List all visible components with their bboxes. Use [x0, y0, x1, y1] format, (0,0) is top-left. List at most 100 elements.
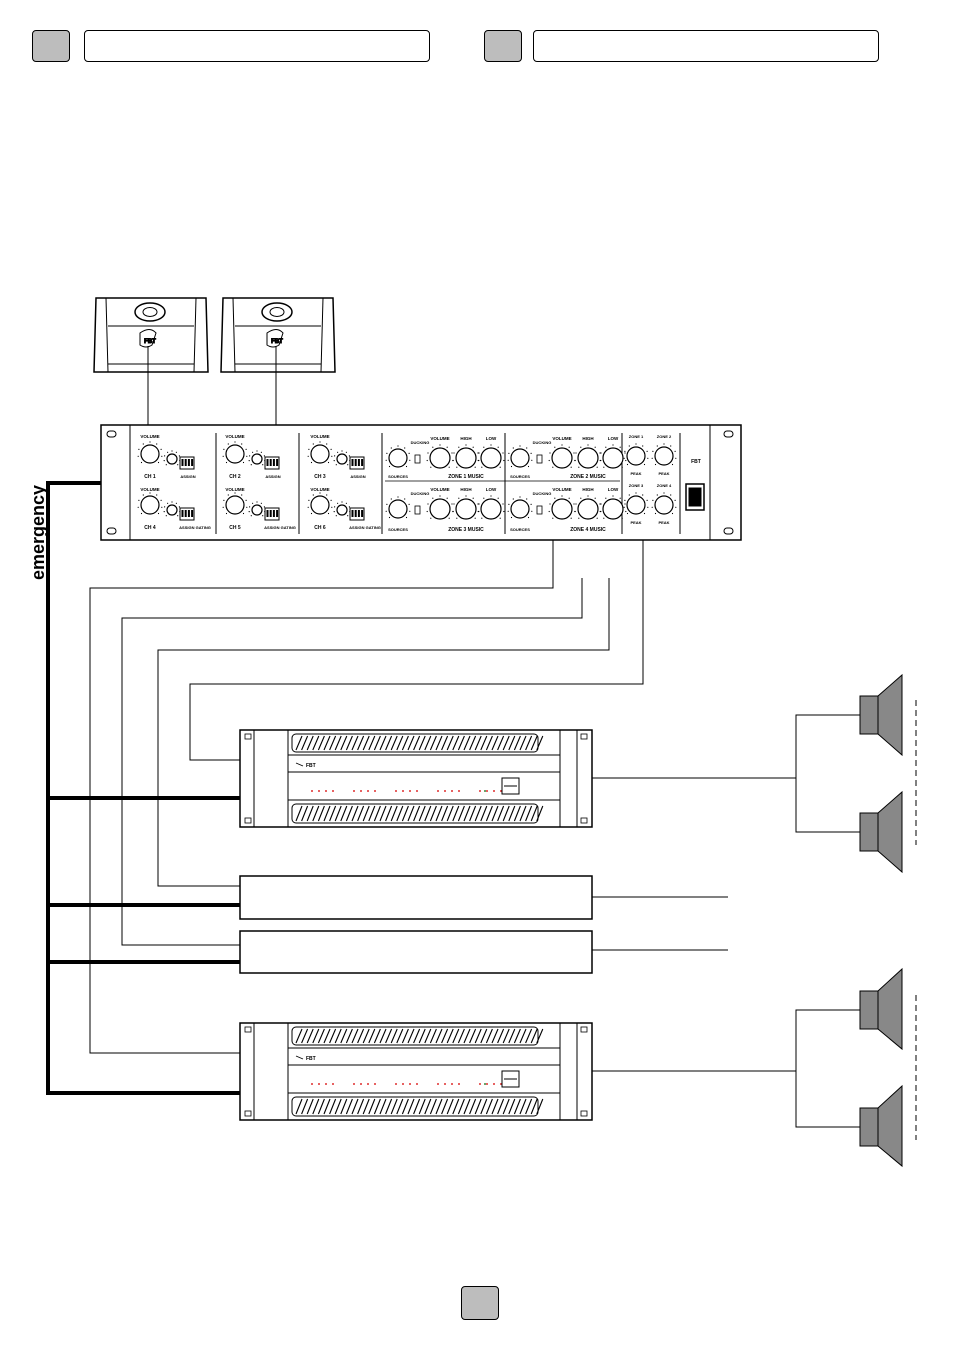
amp-rack-hole [244, 733, 252, 740]
amp-vent-slot [441, 735, 449, 751]
speaker-wiring [592, 714, 860, 1128]
amp-vent-slot [485, 805, 493, 822]
zone-output-cables [89, 540, 644, 1054]
channel-5-voice-knob-tick [250, 515, 252, 517]
channel-6-volume-knob-tick [331, 506, 333, 508]
channel-3-voice-knob-tick [333, 460, 335, 462]
amp-vent-slot [385, 735, 393, 751]
channel-2-volume-knob-tick [222, 455, 224, 457]
amp-vent-slot [317, 1028, 325, 1044]
channel-6-voice-knob-tick [334, 506, 336, 508]
amp-vent-slot [385, 805, 393, 822]
channel-3-voice-knob-tick [347, 464, 349, 466]
channel-4-voice-knob-tick [175, 502, 177, 504]
zone-output-3-knob-tick [628, 494, 630, 496]
channel-2-voice-knob-tick [256, 450, 258, 452]
amp-vent-slot [530, 1098, 538, 1115]
amp-vent-slot [457, 1098, 465, 1115]
channel-3-volume-knob-tick [331, 455, 333, 457]
amp-vent-slot [452, 1098, 460, 1115]
amp-vent-slot [351, 1098, 359, 1115]
zone-output-1-knob-tick [646, 450, 648, 452]
amp-vent-slot [446, 805, 454, 822]
zone-output-4-knob-tick [652, 499, 654, 501]
channel-6-voice-knob-tick [345, 502, 347, 504]
channel-6-voice-knob-tick [333, 511, 335, 513]
amp-vent-slot [508, 805, 516, 822]
amp-vent-slot [513, 805, 521, 822]
zone-2-low-knob-tick [612, 444, 614, 446]
amp-vent-slot [329, 735, 337, 751]
channel-4-volume-knob-tick [137, 506, 139, 508]
zone-3-low-knob-tick [499, 517, 501, 519]
zone-2-low-knob-tick [599, 459, 601, 462]
channel-5-voice-knob-tick [249, 506, 251, 508]
zone-output-4-knob-tick [675, 506, 677, 508]
amp-led [437, 1083, 439, 1085]
zone-2-sources-knob-tick [510, 465, 513, 468]
zone-1-high-label: HIGH [460, 436, 471, 441]
channel-5-label: CH 5 [229, 525, 241, 531]
zone-output-1-knob-tick [626, 463, 629, 466]
amp-led [374, 790, 376, 792]
zone-4-ducking-switch [536, 505, 543, 515]
emergency-bus [46, 481, 240, 1095]
zone-output-4-knob-tick [663, 492, 665, 494]
amp-vent-slot [401, 805, 409, 822]
channel-1-volume-knob [140, 444, 160, 464]
amp-vent-slot [452, 1028, 460, 1044]
zone-4-high-knob-tick [574, 510, 576, 513]
channel-1-assign-switches-switch [184, 459, 187, 466]
amp-vent-slot [508, 735, 516, 751]
amp-led-power [484, 1083, 486, 1085]
channel-1-voice-knob-tick [175, 451, 177, 453]
amp-vent-slot [317, 735, 325, 751]
zone-output-1-peak-label: PEAK [630, 471, 641, 476]
amp-led [451, 1083, 453, 1085]
amp-vent-frame-bottom [291, 1096, 539, 1117]
zone-2-music-label: ZONE 2 MUSIC [570, 474, 606, 480]
zone-3-high-knob-tick [474, 517, 476, 519]
channel-5-volume-knob [225, 495, 245, 515]
power-amplifier-top: FBT [239, 729, 593, 828]
zone-1-high-knob-tick [456, 466, 458, 468]
channel-3-assign-switches-switch [357, 459, 360, 466]
amp-vent-slot [463, 735, 471, 751]
amp-vent-slot [485, 1098, 493, 1115]
zone-output-3-knob [626, 495, 646, 515]
zone-4-volume-knob-tick [549, 503, 551, 505]
channel-3-volume-knob-tick [319, 441, 321, 443]
channel-2-voice-knob-tick [263, 455, 265, 457]
speaker-1 [859, 673, 903, 757]
amp-led [311, 1083, 313, 1085]
amp-chassis [239, 1022, 593, 1121]
channel-3-voice-knob-tick [341, 450, 343, 452]
amp-vent-slot [474, 805, 482, 822]
amp-vent-slot [429, 1028, 437, 1044]
channel-6-assign-switches-switch [357, 510, 360, 517]
zone-1-high-knob-tick [458, 446, 460, 448]
zone-output-2-knob-tick [675, 457, 677, 459]
zone-3-low-knob [480, 498, 502, 520]
channel-1-volume-label: VOLUME [140, 434, 159, 439]
zone-1-low-knob-tick [483, 446, 485, 448]
zone-3-volume-knob [429, 498, 451, 520]
zone-output-1-knob-tick [623, 457, 625, 459]
amp-vent-slot [373, 1028, 381, 1044]
channel-1-volume-knob-tick [149, 441, 151, 443]
amp-vent-slot [323, 735, 331, 751]
zone-1-high-knob-tick [453, 452, 455, 454]
amp-vent-slot [396, 1028, 404, 1044]
zone-2-high-knob-tick [575, 452, 577, 454]
zone-1-low-knob-tick [502, 452, 504, 454]
zone-1-low-knob-tick [499, 466, 501, 468]
channel-6-assign-label: ASSIGN GATING [349, 525, 381, 530]
zone-1-volume-knob-tick [426, 459, 428, 462]
amp-vent-slot [396, 805, 404, 822]
channel-6-volume-knob-tick [330, 499, 332, 501]
zone-4-low-knob-tick [605, 497, 607, 499]
amp-vent-slot [373, 1098, 381, 1115]
amp-led [479, 1083, 481, 1085]
zone-output-3-knob-tick [624, 499, 626, 501]
amp-vent-slot [424, 1098, 432, 1115]
